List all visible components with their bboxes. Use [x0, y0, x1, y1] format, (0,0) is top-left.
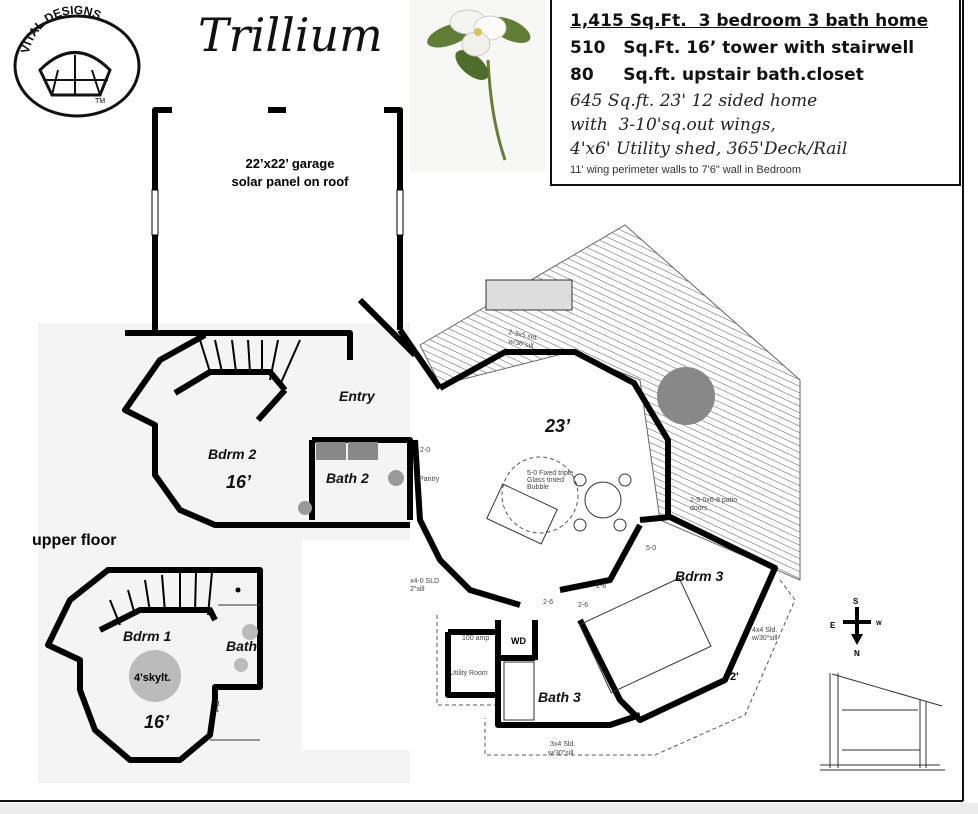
dining-table — [584, 481, 622, 519]
trillium-flower-illustration — [410, 0, 545, 172]
specs-box: 1,415 Sq.Ft. 3 bedroom 3 bath home 510 S… — [550, 0, 961, 186]
washer-dryer-label: WD — [511, 636, 526, 646]
note-door-2-6b: 2-6 — [578, 602, 588, 609]
entry-label: Entry — [339, 388, 376, 404]
bath3-wing — [436, 615, 641, 728]
plan-title: Trillium — [198, 8, 383, 62]
vital-designs-logo: VITAL DESIGNS TM — [13, 3, 141, 118]
bottom-strip — [0, 803, 978, 814]
bath2-label: Bath 2 — [326, 470, 369, 486]
note-patio-doors: 2-5-0x6-8 patio — [690, 497, 737, 504]
spec-wings: with 3-10'sq.out wings, — [570, 115, 776, 135]
skylight-label: 4'skylt. — [134, 672, 171, 684]
note-100-amp: 100 amp — [462, 635, 489, 642]
note-bath3-window: 3x4 Sld. — [550, 741, 575, 748]
spec-shed-deck: 4'x6' Utility shed, 365'Deck/Rail — [570, 139, 848, 159]
bdrm2-label: Bdrm 2 — [208, 446, 256, 462]
upper-floor-size: 16’ — [144, 712, 170, 732]
deck — [419, 224, 801, 581]
bdrm1-label: Bdrm 1 — [123, 628, 171, 644]
bdrm2-wing — [122, 297, 443, 528]
note-two-ft: 2' — [730, 671, 739, 683]
shed-section — [820, 673, 945, 771]
upper-bath-label: Bath — [226, 638, 257, 654]
bubble-window — [501, 456, 579, 534]
note-bubble-2: Glass tinted — [527, 477, 564, 484]
compass: S E W N — [830, 597, 882, 658]
spec-note: 11' wing perimeter walls to 7'6" wall in… — [570, 164, 802, 176]
bath3-label: Bath 3 — [538, 689, 581, 705]
deck-bench — [485, 279, 573, 311]
note-bdrm3-window: 4x4 Sld. — [752, 627, 777, 634]
svg-text:VITAL DESIGNS: VITAL DESIGNS — [18, 3, 103, 55]
upper-floor-plan — [45, 567, 263, 763]
svg-text:E: E — [830, 621, 836, 630]
svg-text:TM: TM — [95, 98, 105, 105]
note-door-2-6a: 2-6 — [543, 599, 553, 606]
upper-floor-label: upper floor — [32, 532, 116, 549]
note-pantry: Pantry — [419, 476, 440, 483]
garage-label: 22’x22’ garage — [246, 156, 335, 171]
spec-total: 1,415 Sq.Ft. 3 bedroom 3 bath home — [570, 11, 929, 31]
hot-tub — [657, 367, 715, 425]
note-patio-doors-2: doors — [690, 505, 708, 512]
bdrm3-wing — [484, 514, 796, 756]
note-kitchen-window: x4-0 SLD — [410, 578, 439, 585]
note-bubble: 5-0 Fixed triple — [527, 470, 573, 477]
note-bdrm3-window-sill: w/30"sill — [751, 635, 778, 642]
note-door-5-0: 5-0 — [646, 545, 656, 552]
note-north-window: 2-3x5 sld. — [508, 329, 539, 342]
note-utility-room: Utility Room — [450, 670, 488, 677]
bdrm3-label: Bdrm 3 — [675, 568, 723, 584]
skylight — [129, 650, 181, 702]
main-home — [412, 349, 671, 608]
closet-label: Clst — [212, 700, 219, 712]
note-north-window-sill: w/36"sill — [507, 338, 535, 350]
svg-text:S: S — [853, 597, 859, 606]
garage: 22’x22’ garage solar panel on roof — [151, 107, 404, 330]
note-door-2-0: 2-0 — [420, 447, 430, 454]
great-room-size: 23’ — [544, 416, 571, 436]
note-door-2-8: 2-8 — [596, 583, 606, 590]
note-bubble-3: Bubble — [527, 484, 549, 491]
bdrm2-size: 16’ — [226, 472, 252, 492]
spec-home: 645 Sq.ft. 23' 12 sided home — [570, 91, 818, 111]
garage-note: solar panel on roof — [231, 174, 349, 189]
note-bath3-window-sill: w/30"sill — [547, 750, 574, 757]
flower-icon — [427, 9, 531, 161]
sofa — [486, 483, 558, 545]
svg-text:N: N — [854, 649, 860, 658]
svg-text:W: W — [876, 621, 882, 627]
bathtub — [503, 661, 535, 721]
upper-floor-backdrop — [38, 323, 410, 783]
note-kitchen-window-sill: 2"sill — [410, 586, 425, 593]
spec-upstairs: 80 Sq.ft. upstair bath.closet — [570, 65, 864, 85]
spec-tower: 510 Sq.Ft. 16’ tower with stairwell — [570, 38, 915, 58]
bed — [578, 577, 712, 694]
